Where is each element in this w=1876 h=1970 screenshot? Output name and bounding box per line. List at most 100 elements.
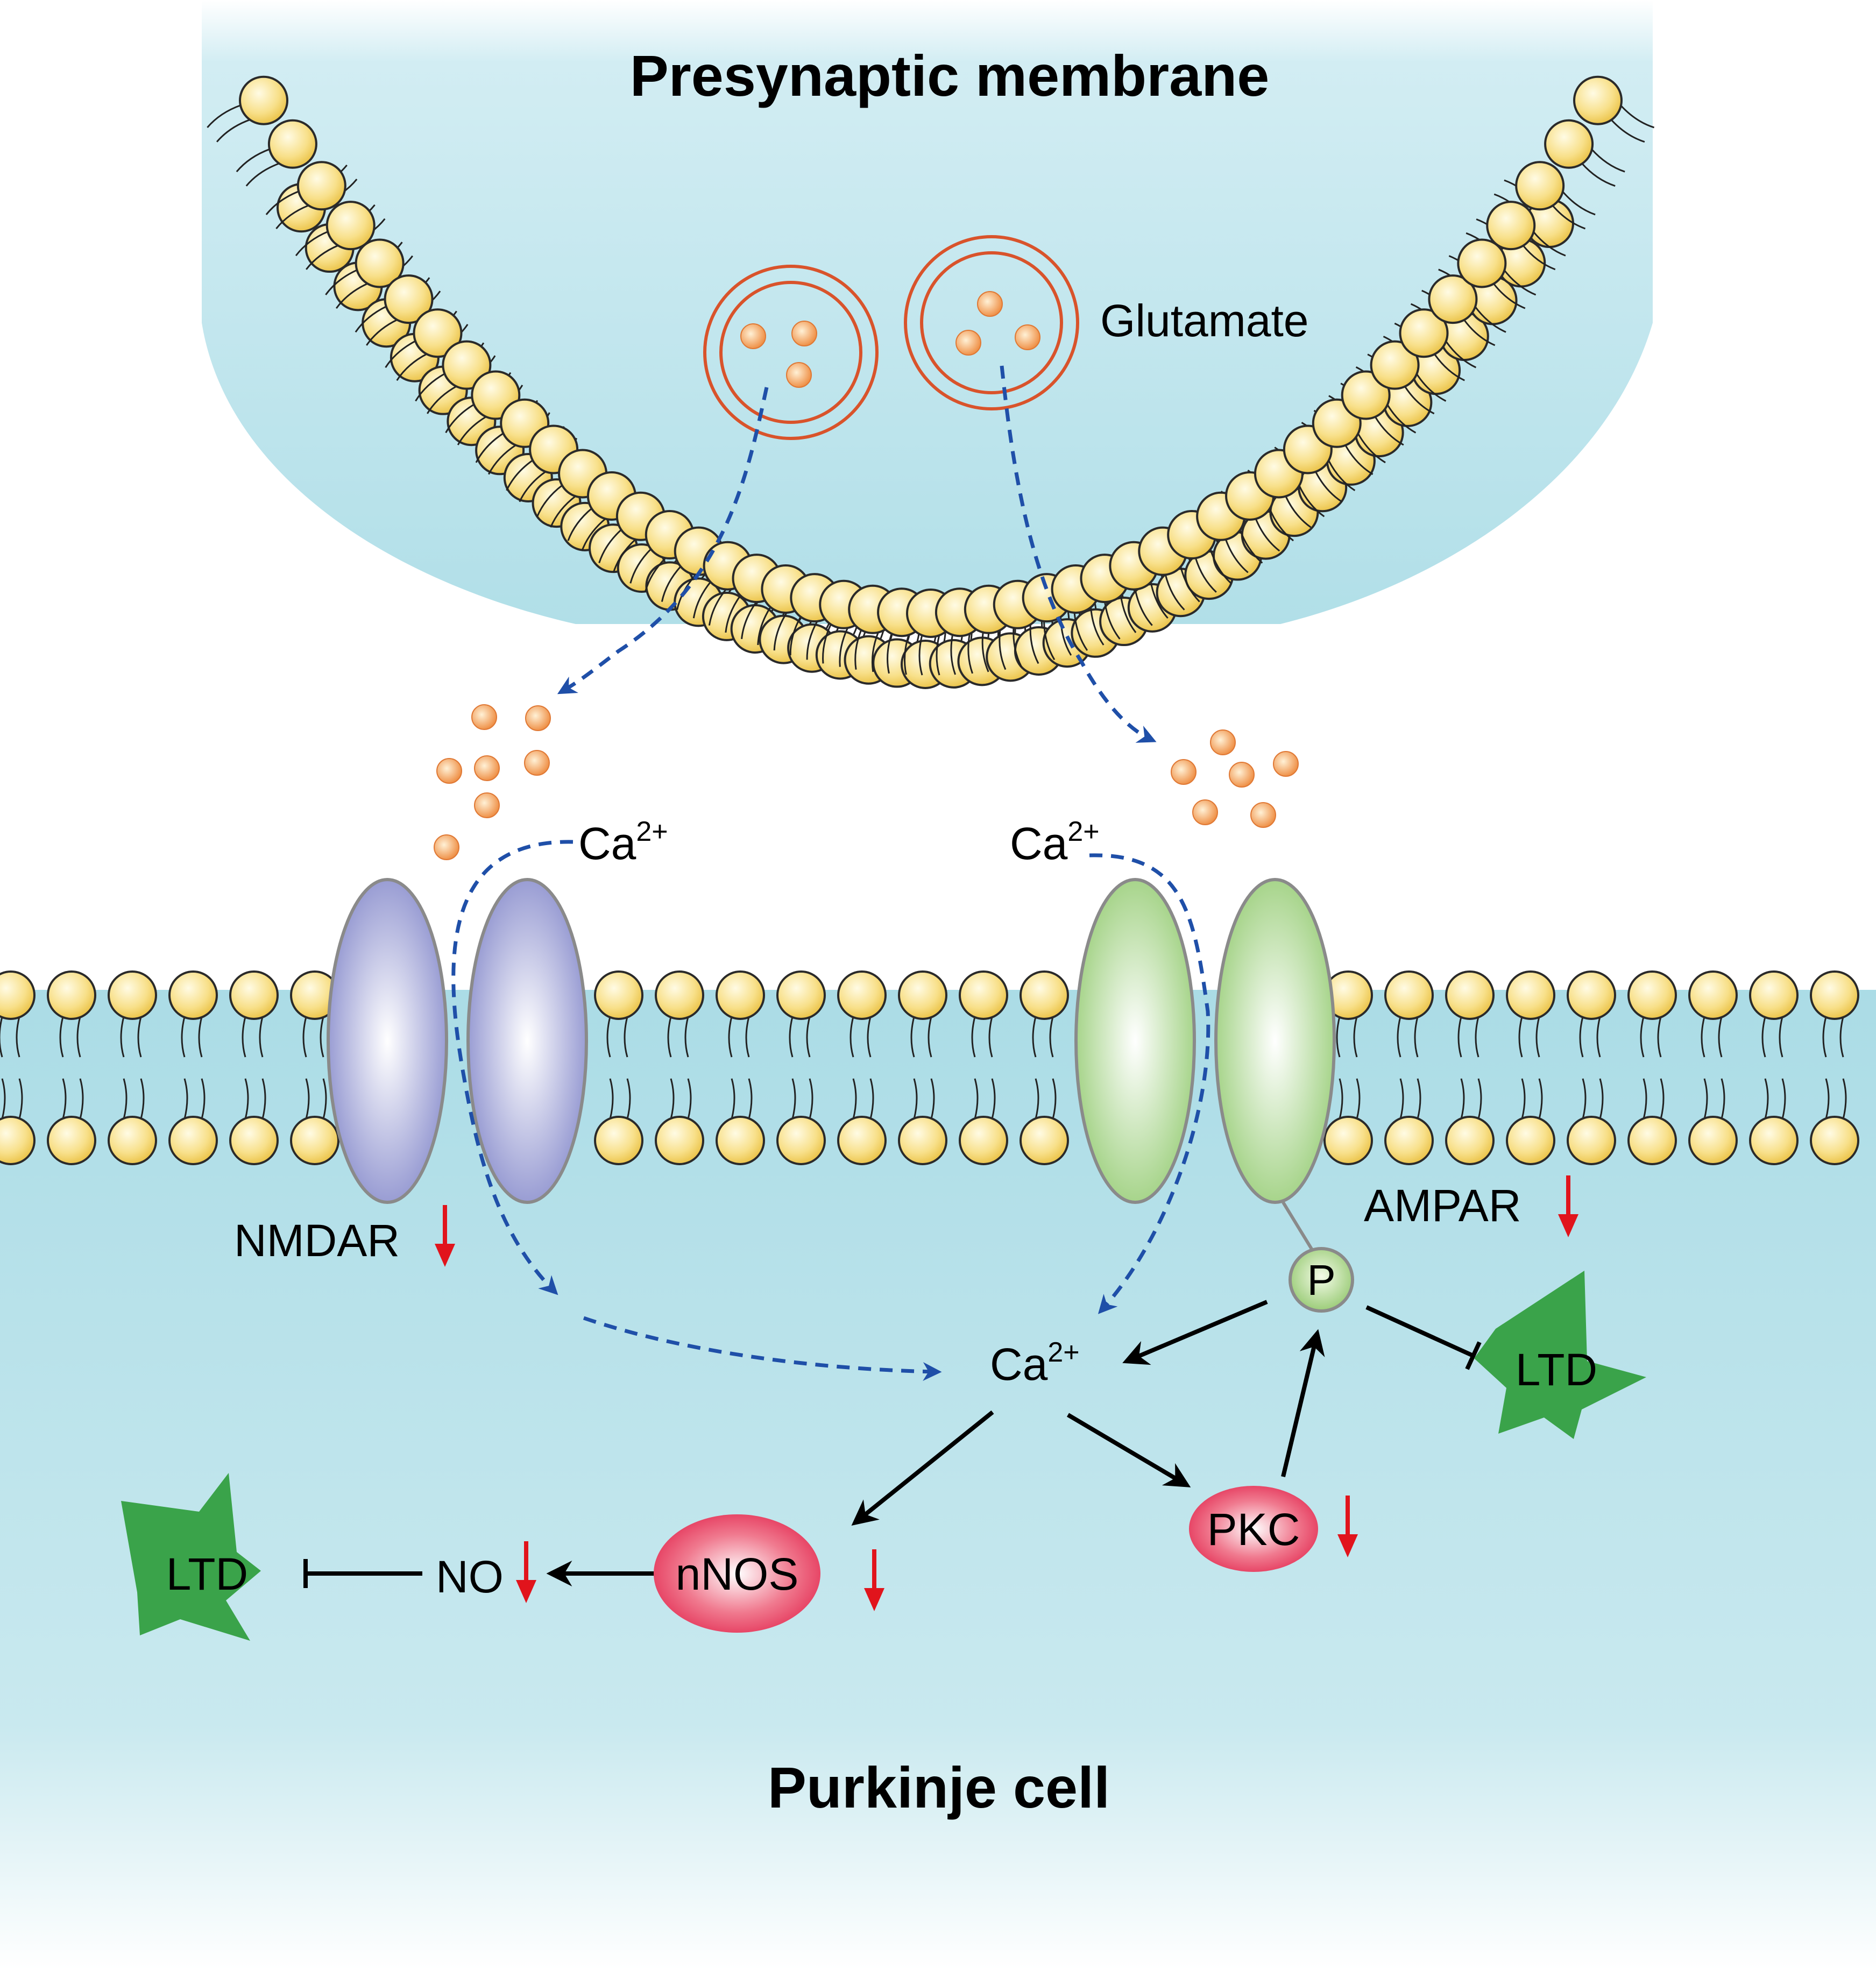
decrease-arrows — [435, 1175, 1578, 1611]
ltd-star-right — [1474, 1271, 1646, 1439]
postsynaptic-upper-lipid — [229, 970, 279, 1058]
postsynaptic-upper-lipid — [1020, 970, 1069, 1058]
postsynaptic-upper-lipid — [108, 970, 157, 1058]
ca-label-center: Ca2+ — [990, 1337, 1080, 1390]
glutamate-label: Glutamate — [1100, 295, 1309, 346]
postsynaptic-lower-lipid — [837, 1078, 887, 1165]
postsynaptic-lower-lipid — [108, 1078, 157, 1165]
postsynaptic-upper-lipid — [1627, 970, 1677, 1058]
postsynaptic-upper-lipid — [1445, 970, 1495, 1058]
postsynaptic-lower-lipid — [1810, 1078, 1859, 1165]
postsynaptic-upper-lipid — [837, 970, 887, 1058]
ampar-channel — [1074, 878, 1336, 1204]
ltd-right-label: LTD — [1516, 1344, 1597, 1395]
phospho-label: P — [1307, 1256, 1335, 1304]
presynaptic-inner-lipid — [385, 308, 463, 381]
postsynaptic-upper-lipid — [1688, 970, 1738, 1058]
nnos-decrease-arrow-icon — [864, 1549, 884, 1611]
purkinje-title: Purkinje cell — [768, 1755, 1110, 1820]
postsynaptic-lower-lipid — [1688, 1078, 1738, 1165]
nmdar-decrease-arrow-icon — [435, 1205, 455, 1267]
presynaptic-inner-lipid — [325, 238, 405, 309]
postsynaptic-lower-lipid — [1323, 1078, 1373, 1165]
p-inhibits-ltd — [1365, 1305, 1474, 1358]
postsynaptic-upper-lipid — [47, 970, 96, 1058]
ltd-left-label: LTD — [166, 1549, 248, 1599]
presynaptic-inner-lipid — [1573, 75, 1655, 143]
postsynaptic-lower-lipid — [1506, 1078, 1555, 1165]
no-decrease-arrow-icon — [516, 1541, 536, 1603]
ca-label-right: Ca2+ — [1010, 816, 1100, 869]
presynaptic-inner-lipid — [1544, 119, 1625, 187]
nnos-enzyme — [654, 1514, 820, 1633]
presynaptic-inner-lipid — [1457, 238, 1537, 309]
ca-label-left: Ca2+ — [578, 816, 668, 869]
presynaptic-inner-lipid — [415, 340, 492, 414]
postsynaptic-upper-lipid — [776, 970, 826, 1058]
postsynaptic-upper-lipid — [1506, 970, 1555, 1058]
pkc-enzyme — [1189, 1486, 1318, 1572]
ltd-star-left — [121, 1473, 261, 1641]
nnos-label: nNOS — [676, 1549, 799, 1599]
postsynaptic-lower-lipid — [776, 1078, 826, 1165]
presynaptic-inner-lipid — [236, 119, 317, 187]
p-to-ca-arrow — [1122, 1300, 1268, 1365]
presynaptic-inner-lipid — [265, 161, 346, 229]
ampar-decrease-arrow-icon — [1558, 1175, 1578, 1237]
phosphate-node — [1289, 1247, 1354, 1313]
glutamate-cluster-right — [1171, 729, 1299, 828]
ca-influx-nmdar — [451, 840, 574, 1295]
nmdar-label: NMDAR — [234, 1215, 400, 1266]
postsynaptic-lower-lipid — [1627, 1078, 1677, 1165]
postsynaptic-lower-lipid — [1384, 1078, 1434, 1165]
ca-influx-ampar — [1089, 853, 1210, 1314]
dashed-pathways — [451, 365, 1210, 1381]
presynaptic-inner-lipid — [1370, 340, 1447, 415]
presynaptic-inner-lipid — [295, 201, 376, 270]
presynaptic-inner-lipid — [1399, 308, 1477, 381]
presynaptic-inner-lipid — [1341, 370, 1417, 446]
postsynaptic-upper-lipid — [716, 970, 765, 1058]
lipid-bilayers — [0, 75, 1859, 1165]
presynaptic-inner-lipid — [1515, 161, 1596, 230]
release-path-right — [1000, 365, 1157, 743]
postsynaptic-upper-lipid — [0, 970, 36, 1058]
presynaptic-inner-lipid — [355, 274, 434, 346]
ca-to-center — [583, 1316, 942, 1381]
postsynaptic-lower-lipid — [1020, 1078, 1069, 1165]
postsynaptic-lower-lipid — [898, 1078, 947, 1165]
ampar-label: AMPAR — [1364, 1180, 1521, 1231]
postsynaptic-upper-lipid — [898, 970, 947, 1058]
postsynaptic-upper-lipid — [168, 970, 218, 1058]
vesicle-right — [904, 235, 1079, 410]
postsynaptic-upper-lipid — [594, 970, 643, 1058]
nmdar-channel — [327, 878, 588, 1204]
postsynaptic-lower-lipid — [1749, 1078, 1799, 1165]
presynaptic-title: Presynaptic membrane — [630, 43, 1270, 108]
postsynaptic-lower-lipid — [594, 1078, 643, 1165]
presynaptic-inner-lipid — [1486, 201, 1566, 271]
postsynaptic-lower-lipid — [229, 1078, 279, 1165]
pkc-decrease-arrow-icon — [1337, 1496, 1358, 1557]
signal-arrows — [303, 1300, 1482, 1588]
pkc-to-p-arrow — [1281, 1329, 1325, 1477]
postsynaptic-upper-lipid — [655, 970, 704, 1058]
ca-to-pkc-arrow — [1066, 1413, 1191, 1487]
glutamate-cluster-left — [434, 704, 551, 860]
postsynaptic-lower-lipid — [716, 1078, 765, 1165]
postsynaptic-lower-lipid — [47, 1078, 96, 1165]
postsynaptic-lower-lipid — [959, 1078, 1008, 1165]
postsynaptic-lower-lipid — [655, 1078, 704, 1165]
postsynaptic-upper-lipid — [1567, 970, 1616, 1058]
postsynaptic-lower-lipid — [0, 1078, 36, 1165]
postsynaptic-lower-lipid — [290, 1078, 339, 1165]
presynaptic-inner-lipid — [207, 75, 288, 143]
pkc-label: PKC — [1207, 1504, 1300, 1555]
release-path-left — [557, 387, 769, 695]
p-inhibits-ltd-bar — [1465, 1341, 1482, 1370]
postsynaptic-upper-lipid — [959, 970, 1008, 1058]
no-label: NO — [436, 1551, 504, 1602]
postsynaptic-upper-lipid — [1384, 970, 1434, 1058]
presynaptic-inner-lipid — [1428, 274, 1506, 346]
